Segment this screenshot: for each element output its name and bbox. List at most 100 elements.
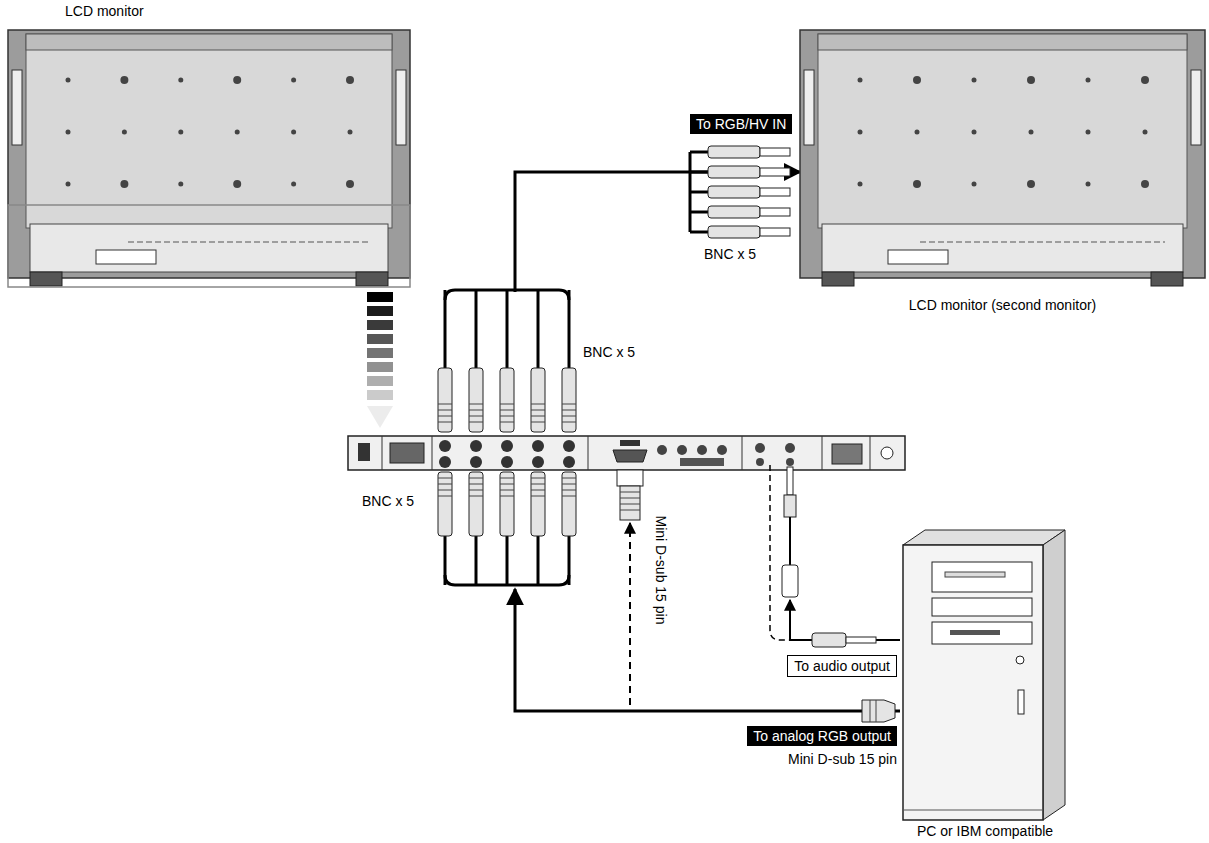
bnc-plug-tip <box>760 168 790 176</box>
monitor-handle <box>1191 70 1201 145</box>
zoom-indicator-bar <box>367 320 393 330</box>
pc-base <box>903 810 1043 811</box>
plug-ridge <box>438 404 452 405</box>
bnc-plug-tip <box>760 188 790 196</box>
drive-bay <box>932 598 1032 616</box>
bnc-cable <box>568 290 571 370</box>
bnc-plug <box>708 186 760 198</box>
plug-ridge <box>438 478 452 479</box>
bnc-plug <box>531 472 545 536</box>
ferrite-core <box>782 565 798 597</box>
monitor-top-band <box>26 34 392 50</box>
bnc-cable <box>506 290 509 370</box>
device-label: LCD monitor (second monitor) <box>800 296 1205 314</box>
monitor-handle <box>804 70 814 145</box>
mounting-hole <box>1143 130 1148 135</box>
bnc-plug <box>708 226 760 238</box>
plug-ridge <box>469 404 483 405</box>
dsub-plug-body <box>620 486 640 520</box>
av-jack <box>677 445 687 455</box>
mounting-hole <box>1027 180 1035 188</box>
plug-ridge <box>562 484 576 485</box>
hdmi-socket <box>620 440 640 446</box>
connector-label: Mini D-sub 15 pin <box>652 516 670 625</box>
bnc-plug <box>562 472 576 536</box>
mounting-hole <box>1141 180 1149 188</box>
bnc-socket <box>501 456 513 468</box>
monitor-foot <box>356 272 388 286</box>
plug-ridge <box>469 478 483 479</box>
zoom-indicator-bar <box>367 376 393 386</box>
panel-divider <box>870 436 871 470</box>
bnc-socket <box>563 456 575 468</box>
bnc-fan-branch <box>690 231 710 234</box>
connector-label: BNC x 5 <box>583 343 635 361</box>
bnc-socket <box>501 440 513 452</box>
zoom-indicator-bar <box>367 362 393 372</box>
monitor-top-band <box>818 34 1187 50</box>
mounting-hole <box>291 182 296 187</box>
monitor-terminal-bay <box>30 224 388 272</box>
mounting-hole <box>915 130 920 135</box>
audio-jack <box>785 443 795 453</box>
connector-label: Mini D-sub 15 pin <box>788 750 897 768</box>
plug-ridge <box>469 490 483 491</box>
plug-ridge <box>531 484 545 485</box>
audio-plug-body <box>812 633 846 647</box>
mounting-hole <box>348 130 353 135</box>
plug-ridge <box>531 416 545 417</box>
mounting-hole <box>858 78 863 83</box>
bnc-plug <box>531 368 545 432</box>
terminal-plate <box>888 250 948 264</box>
bnc-socket <box>470 456 482 468</box>
connector-panel <box>348 436 905 470</box>
bnc-plug <box>438 472 452 536</box>
mounting-hole <box>233 180 241 188</box>
bnc-plug-tip <box>760 148 790 156</box>
plug-ridge <box>562 410 576 411</box>
plug-ridge <box>438 496 452 497</box>
monitor-handle <box>12 70 22 145</box>
plug-ridge <box>562 496 576 497</box>
bnc-plug <box>708 166 760 178</box>
device-label: LCD monitor <box>65 2 144 20</box>
bnc-plug <box>469 368 483 432</box>
bnc-socket <box>532 456 544 468</box>
bnc-plug-tip <box>760 228 790 236</box>
plug-ridge <box>620 510 640 511</box>
terminal-strip <box>920 242 1165 243</box>
plug-ridge <box>500 496 514 497</box>
panel-body <box>348 436 905 470</box>
device-label: PC or IBM compatible <box>880 822 1090 840</box>
pc-front <box>903 545 1043 820</box>
plug-ridge <box>469 416 483 417</box>
device-node: LCD monitor (second monitor) <box>800 30 1205 314</box>
callout-text: To audio output <box>788 656 896 676</box>
plug-ridge <box>438 422 452 423</box>
mounting-hole <box>233 76 241 84</box>
callout-box: To audio output <box>787 655 897 677</box>
pc-tower <box>903 530 1065 820</box>
monitor-terminal-bay <box>822 224 1183 272</box>
plug-ridge <box>500 416 514 417</box>
mounting-hole <box>1141 76 1149 84</box>
mounting-hole <box>972 182 977 187</box>
plug-ridge <box>562 490 576 491</box>
speaker-terminal <box>832 444 862 464</box>
zoom-indicator-bar <box>367 348 393 358</box>
mounting-hole <box>346 180 354 188</box>
mounting-hole <box>972 130 977 135</box>
bnc-cable <box>506 530 509 585</box>
plug-ridge <box>531 496 545 497</box>
bnc-socket <box>439 440 451 452</box>
monitor-handle <box>396 70 406 145</box>
mounting-hole <box>178 182 183 187</box>
audio-cable-alternative <box>770 465 790 640</box>
audio-jack <box>786 458 794 466</box>
mounting-hole <box>66 182 71 187</box>
pc-top <box>903 530 1065 545</box>
plug-ridge <box>438 490 452 491</box>
zoom-indicator-bar <box>367 292 393 302</box>
plug-ridge <box>876 700 877 722</box>
mounting-hole <box>972 78 977 83</box>
